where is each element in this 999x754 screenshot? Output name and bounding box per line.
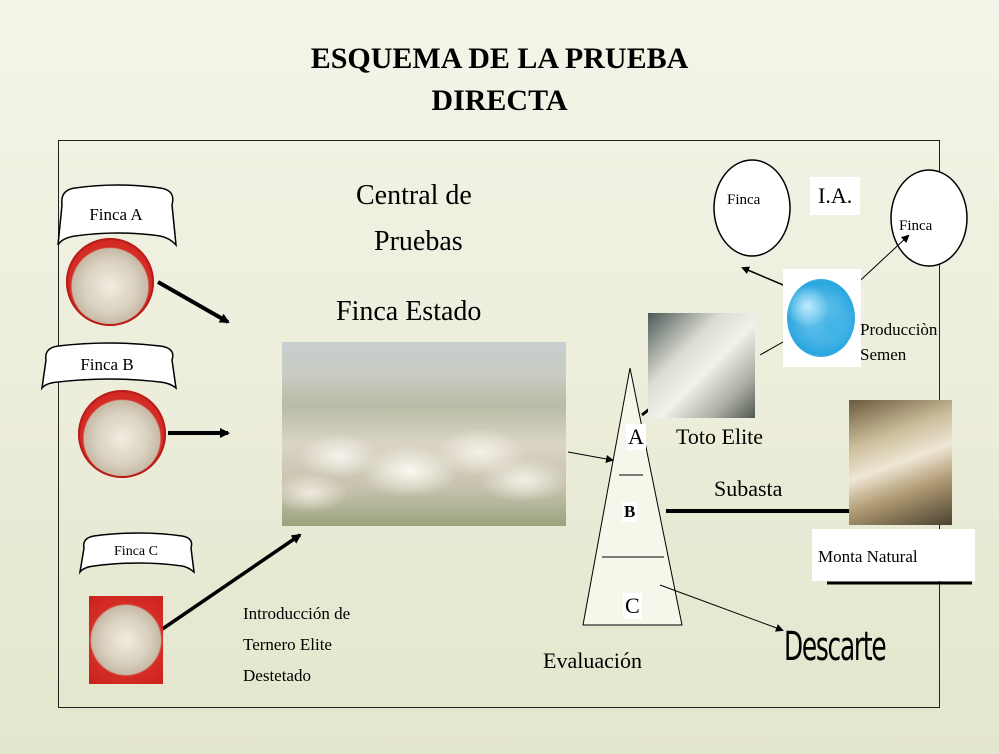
- finca-a-sheep-photo: [66, 238, 154, 326]
- evaluacion-label: Evaluación: [543, 648, 642, 673]
- scroll-banner-finca-a: [57, 184, 177, 248]
- natural-mating-photo: [849, 400, 952, 525]
- central-label-line-1: Central de: [356, 180, 472, 211]
- semen-icon: [787, 279, 855, 357]
- produccion-semen-text: Producciòn Semen: [860, 317, 937, 367]
- pyramid-label-a: A: [626, 424, 646, 450]
- produccion-line-1: Producciòn: [860, 320, 938, 339]
- flock-photo: [282, 342, 566, 526]
- finca-b-label: Finca B: [80, 355, 134, 374]
- elite-bull-photo: [648, 313, 755, 418]
- semen-image-frame: [783, 269, 861, 367]
- finca-right-ellipse: [890, 169, 968, 267]
- finca-estado-label: Finca Estado: [336, 296, 482, 327]
- ia-label: I.A.: [810, 177, 861, 215]
- title-line-2: DIRECTA: [431, 84, 568, 117]
- scroll-banner-finca-c: [78, 532, 195, 575]
- arrow-to-pyramid: [567, 451, 614, 463]
- finca-left-label: Finca: [727, 192, 761, 208]
- pyramid-label-b: B: [622, 502, 638, 522]
- toro-elite-label: Toto Elite: [676, 424, 764, 449]
- title-line-1: ESQUEMA DE LA PRUEBA: [310, 42, 689, 75]
- pyramid-label-c: C: [623, 593, 642, 619]
- subasta-label: Subasta: [714, 476, 783, 501]
- introduccion-text: Introducción de Ternero Elite Destetado: [243, 598, 350, 691]
- scroll-banner-finca-b: [40, 342, 178, 391]
- central-label-line-2: Pruebas: [374, 226, 463, 257]
- finca-b-sheep-photo: [78, 390, 166, 478]
- evaluation-pyramid: [582, 367, 683, 626]
- introduccion-line-1: Introducción de: [243, 604, 351, 623]
- introduccion-line-2: Ternero Elite: [243, 635, 332, 654]
- monta-natural-label: Monta Natural: [812, 529, 975, 581]
- finca-right-label: Finca: [899, 218, 933, 234]
- finca-c-label: Finca C: [114, 544, 158, 559]
- finca-c-sheep-photo: [89, 596, 163, 684]
- finca-a-label: Finca A: [89, 205, 143, 224]
- introduccion-line-3: Destetado: [243, 666, 311, 685]
- arrow-finca-c: [157, 533, 302, 634]
- descarte-label: Descarte: [784, 624, 887, 670]
- arrow-finca-a: [157, 280, 230, 324]
- arrow-descarte: [659, 584, 784, 632]
- finca-left-ellipse: [713, 159, 791, 257]
- produccion-line-2: Semen: [860, 345, 907, 364]
